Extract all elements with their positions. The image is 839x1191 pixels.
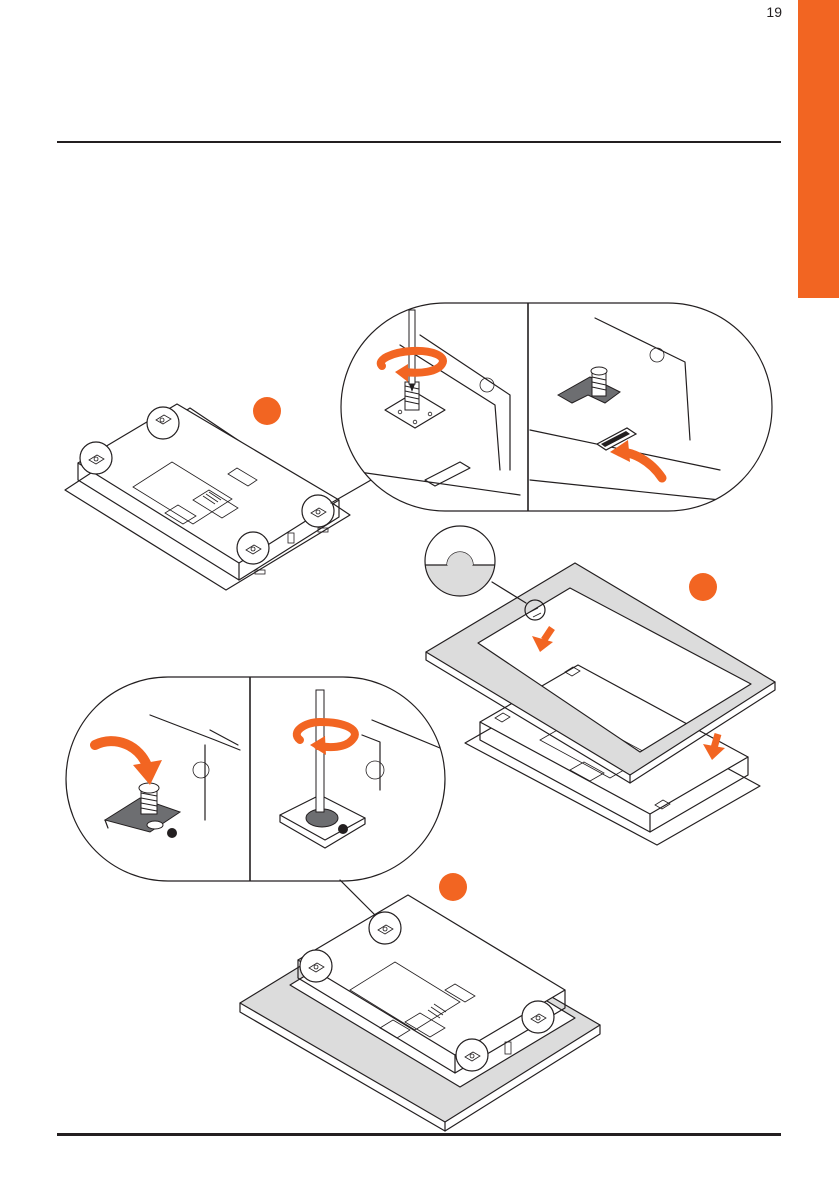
step-2-marker: [689, 573, 717, 601]
step-3-assembly: [240, 895, 600, 1131]
step-3-marker: [439, 873, 467, 901]
step-1-zoom-detail: [340, 300, 772, 515]
corner-circle: [456, 1039, 488, 1071]
corner-circle: [369, 912, 401, 944]
step-1-device: [65, 404, 378, 590]
corner-circle: [80, 442, 112, 474]
corner-circle: [147, 407, 179, 439]
step-2-notch-detail: [420, 520, 500, 600]
step-2-assembly: [426, 563, 775, 845]
corner-circle: [300, 950, 332, 982]
corner-circle: [302, 495, 334, 527]
corner-circle: [237, 532, 269, 564]
corner-circle: [522, 1001, 554, 1033]
step-1-marker: [253, 397, 281, 425]
step-3-zoom-detail: [60, 675, 450, 920]
